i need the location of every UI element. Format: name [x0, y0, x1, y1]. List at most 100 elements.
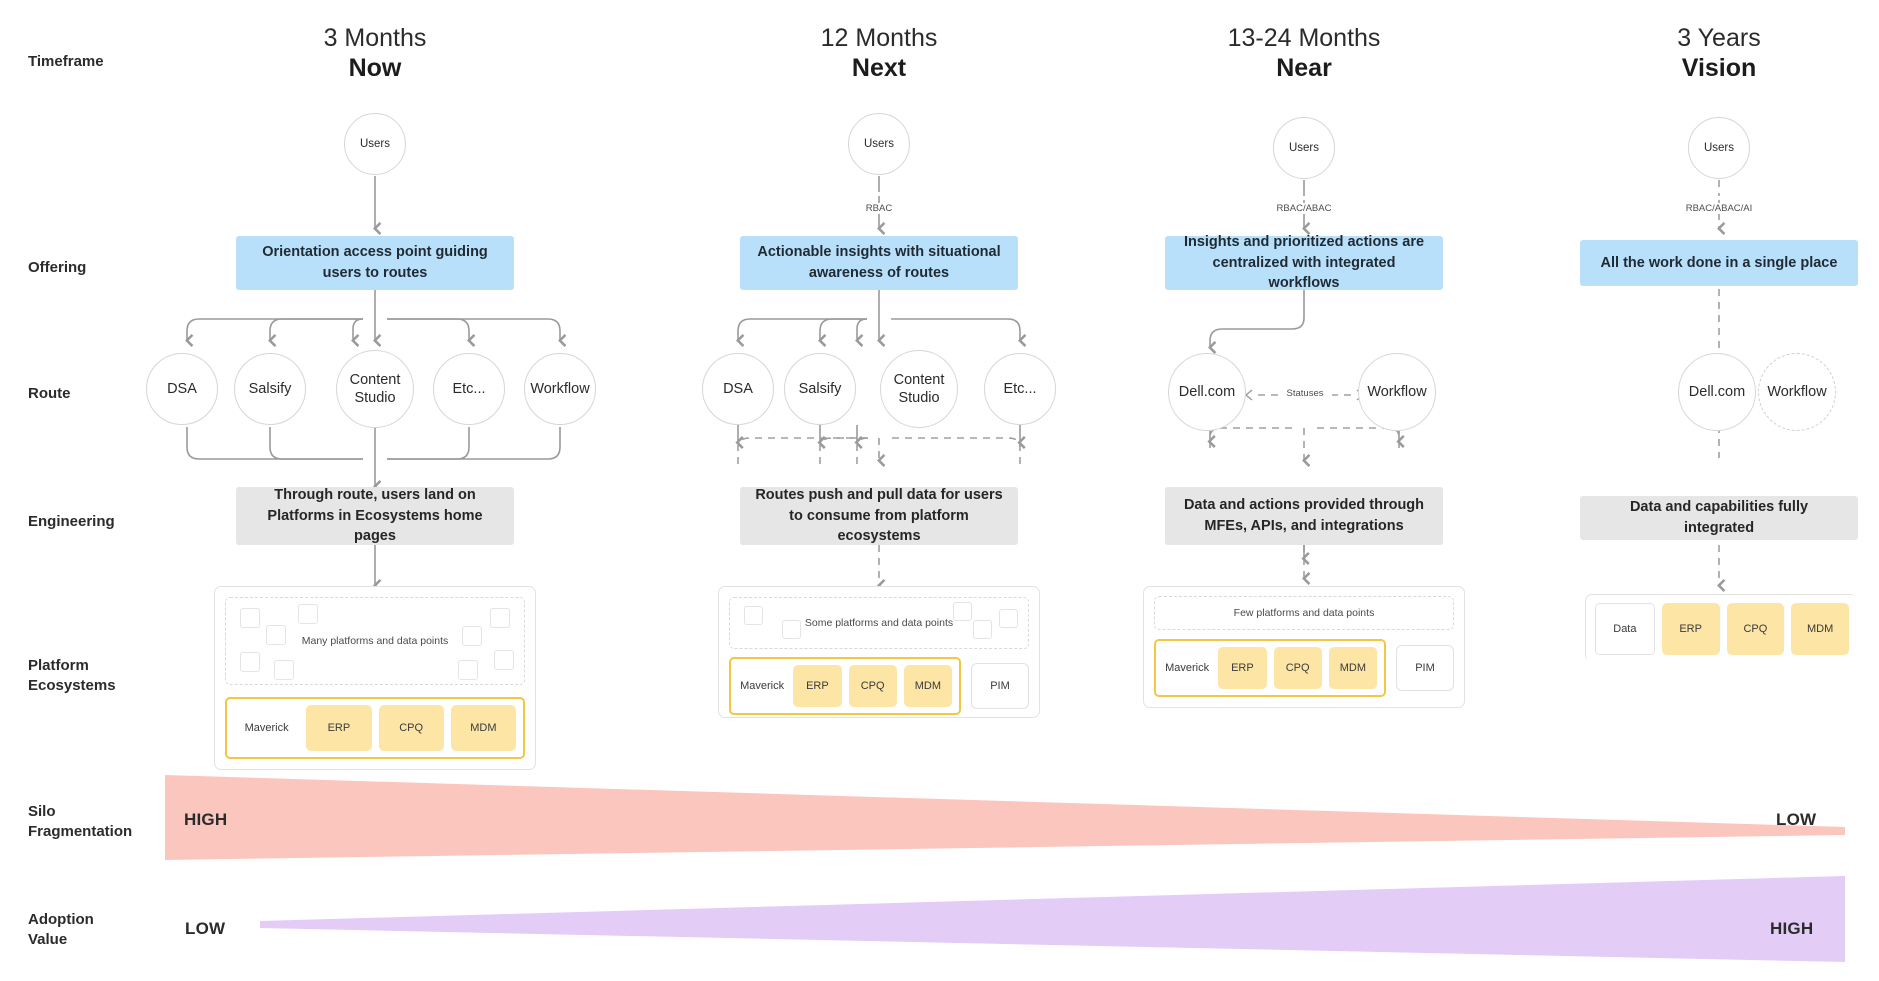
- column-header-near: 13-24 Months Near: [1174, 24, 1434, 83]
- data-point-square: [973, 620, 992, 639]
- route-node-workflow-vision[interactable]: Workflow: [1758, 353, 1836, 431]
- data-point-square: [458, 660, 478, 680]
- route-node-workflow-near[interactable]: Workflow: [1358, 353, 1436, 431]
- row-label-adoption: Adoption Value: [28, 911, 94, 949]
- platform-chip-maverick[interactable]: Maverick: [738, 665, 787, 707]
- platform-chip-erp[interactable]: ERP: [1661, 603, 1720, 655]
- platform-strip-vision: Data ERP CPQ MDM: [1586, 595, 1858, 663]
- column-period: 12 Months: [820, 24, 938, 52]
- platform-strip-now: Maverick ERP CPQ MDM: [225, 697, 525, 759]
- access-label-vision: RBAC/ABAC/AI: [1659, 203, 1779, 214]
- adoption-band-right-label: HIGH: [1770, 919, 1814, 938]
- route-node-dsa-next[interactable]: DSA: [702, 353, 774, 425]
- data-point-square: [240, 652, 260, 672]
- data-point-square: [999, 609, 1018, 628]
- platform-data-cloud-near: Few platforms and data points: [1154, 596, 1454, 630]
- row-label-platform: Platform Ecosystems: [28, 657, 116, 695]
- platform-chip-cpq[interactable]: CPQ: [848, 665, 897, 707]
- platform-chip-maverick[interactable]: Maverick: [234, 705, 300, 751]
- platform-chip-erp[interactable]: ERP: [793, 665, 842, 707]
- users-node-next[interactable]: Users: [848, 113, 910, 175]
- route-link-label-statuses: Statuses: [1278, 388, 1332, 399]
- row-label-engineering: Engineering: [28, 513, 115, 530]
- route-node-content-studio-next[interactable]: Content Studio: [880, 350, 958, 428]
- data-point-square: [782, 620, 801, 639]
- platform-chip-mdm[interactable]: MDM: [1328, 647, 1377, 689]
- users-node-near[interactable]: Users: [1273, 117, 1335, 179]
- platform-strip-near: Maverick ERP CPQ MDM: [1154, 639, 1386, 697]
- platform-ecosystem-vision: Data ERP CPQ MDM: [1585, 594, 1858, 663]
- data-point-square: [494, 650, 514, 670]
- platform-chip-mdm[interactable]: MDM: [450, 705, 516, 751]
- platform-ecosystem-next: Some platforms and data points Maverick …: [718, 586, 1040, 718]
- route-node-etc-next[interactable]: Etc...: [984, 353, 1056, 425]
- platform-chip-pim[interactable]: PIM: [1396, 645, 1454, 691]
- column-period: 3 Years: [1677, 24, 1761, 52]
- access-label-next: RBAC: [839, 203, 919, 214]
- offering-box-near[interactable]: Insights and prioritized actions are cen…: [1165, 234, 1443, 291]
- users-node-now[interactable]: Users: [344, 113, 406, 175]
- platform-note-now: Many platforms and data points: [301, 635, 449, 647]
- column-header-next: 12 Months Next: [749, 24, 1009, 83]
- data-point-square: [240, 608, 260, 628]
- route-node-dellcom-near[interactable]: Dell.com: [1168, 353, 1246, 431]
- users-node-vision[interactable]: Users: [1688, 117, 1750, 179]
- platform-ecosystem-near: Few platforms and data points Maverick E…: [1143, 586, 1465, 708]
- adoption-value-band: [260, 876, 1845, 962]
- adoption-band-left-label: LOW: [185, 919, 226, 938]
- platform-chip-cpq[interactable]: CPQ: [378, 705, 444, 751]
- platform-chip-maverick[interactable]: Maverick: [1163, 647, 1212, 689]
- route-node-salsify-now[interactable]: Salsify: [234, 353, 306, 425]
- platform-chip-mdm[interactable]: MDM: [1791, 603, 1849, 655]
- data-point-square: [298, 604, 318, 624]
- data-point-square: [490, 608, 510, 628]
- platform-chip-erp[interactable]: ERP: [306, 705, 372, 751]
- data-point-square: [744, 606, 763, 625]
- offering-box-now[interactable]: Orientation access point guiding users t…: [236, 236, 514, 290]
- offering-box-vision[interactable]: All the work done in a single place: [1580, 240, 1858, 286]
- route-node-content-studio-now[interactable]: Content Studio: [336, 350, 414, 428]
- platform-data-cloud-now: Many platforms and data points: [225, 597, 525, 685]
- row-label-timeframe: Timeframe: [28, 53, 104, 70]
- data-point-square: [266, 625, 286, 645]
- engineering-box-near[interactable]: Data and actions provided through MFEs, …: [1165, 487, 1443, 545]
- platform-chip-mdm[interactable]: MDM: [903, 665, 952, 707]
- platform-note-next: Some platforms and data points: [804, 617, 954, 629]
- column-header-vision: 3 Years Vision: [1589, 24, 1849, 83]
- route-node-dsa-now[interactable]: DSA: [146, 353, 218, 425]
- platform-chip-data[interactable]: Data: [1595, 603, 1655, 655]
- data-point-square: [274, 660, 294, 680]
- platform-strip-next: Maverick ERP CPQ MDM: [729, 657, 961, 715]
- column-header-now: 3 Months Now: [245, 24, 505, 83]
- engineering-box-vision[interactable]: Data and capabilities fully integrated: [1580, 496, 1858, 540]
- column-phase: Next: [851, 53, 907, 82]
- platform-chip-erp[interactable]: ERP: [1218, 647, 1267, 689]
- route-node-workflow-now[interactable]: Workflow: [524, 353, 596, 425]
- platform-ecosystem-now: Many platforms and data points Maverick …: [214, 586, 536, 770]
- data-point-square: [953, 602, 972, 621]
- silo-fragmentation-band: [165, 775, 1845, 860]
- engineering-box-now[interactable]: Through route, users land on Platforms i…: [236, 487, 514, 545]
- route-node-salsify-next[interactable]: Salsify: [784, 353, 856, 425]
- silo-band-right-label: LOW: [1776, 810, 1817, 829]
- route-node-etc-now[interactable]: Etc...: [433, 353, 505, 425]
- access-label-near: RBAC/ABAC: [1254, 203, 1354, 214]
- row-label-silo: Silo Fragmentation: [28, 803, 133, 841]
- column-period: 3 Months: [323, 24, 427, 52]
- engineering-box-next[interactable]: Routes push and pull data for users to c…: [740, 487, 1018, 545]
- route-node-dellcom-vision[interactable]: Dell.com: [1678, 353, 1756, 431]
- row-label-offering: Offering: [28, 259, 87, 276]
- column-period: 13-24 Months: [1227, 24, 1381, 52]
- platform-chip-cpq[interactable]: CPQ: [1726, 603, 1785, 655]
- column-phase: Near: [1276, 53, 1332, 82]
- platform-note-near: Few platforms and data points: [1233, 607, 1375, 619]
- platform-chip-pim[interactable]: PIM: [971, 663, 1029, 709]
- platform-data-cloud-next: Some platforms and data points: [729, 597, 1029, 649]
- silo-band-left-label: HIGH: [184, 810, 228, 829]
- column-phase: Vision: [1681, 53, 1757, 82]
- data-point-square: [462, 626, 482, 646]
- platform-chip-cpq[interactable]: CPQ: [1273, 647, 1322, 689]
- row-label-route: Route: [28, 385, 71, 402]
- offering-box-next[interactable]: Actionable insights with situational awa…: [740, 236, 1018, 290]
